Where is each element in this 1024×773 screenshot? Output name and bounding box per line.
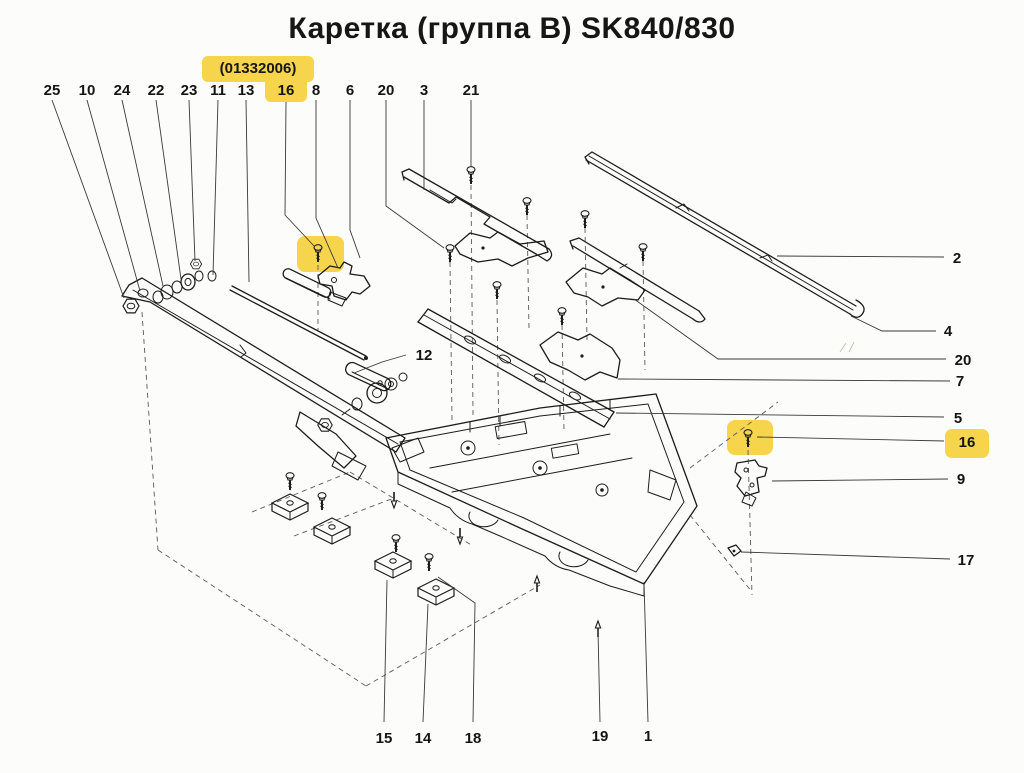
plate-part-20a (454, 231, 549, 267)
carriage-base-part-1 (385, 393, 698, 597)
nut-part-23 (189, 258, 203, 270)
construction-dashed-lines (141, 184, 779, 687)
highlight-screw-16-left (297, 236, 344, 272)
callout-18: 18 (465, 730, 482, 747)
clip-part-12 (345, 361, 392, 392)
callout-4: 4 (944, 323, 953, 340)
callout-24: 24 (114, 82, 131, 99)
rail-part-5 (417, 308, 615, 428)
plate-part-20b (565, 267, 646, 307)
callout-7: 7 (956, 373, 964, 390)
arm-assembly (121, 258, 406, 481)
callout-6: 6 (346, 82, 354, 99)
pin-part-17 (727, 544, 742, 557)
callout-2: 2 (953, 250, 961, 267)
callout-20-top: 20 (378, 82, 395, 99)
bracket-part-9 (734, 459, 768, 507)
callout-10: 10 (79, 82, 96, 99)
callout-8: 8 (312, 82, 320, 99)
rail-part-2 (584, 151, 865, 318)
callout-23: 23 (181, 82, 198, 99)
callout-11: 11 (210, 82, 226, 99)
callout-20-right: 20 (955, 352, 972, 369)
callout-12: 12 (416, 347, 433, 364)
callout-22: 22 (148, 82, 165, 99)
callout-17: 17 (958, 552, 975, 569)
highlight-callout-16-top (265, 76, 307, 102)
callout-16-top: 16 (278, 82, 295, 99)
rail-part-4 (569, 237, 706, 323)
plate-screws (445, 165, 648, 326)
plate-part-7 (539, 331, 621, 381)
nut-part-25 (122, 298, 140, 314)
bar-part-3 (401, 168, 553, 262)
callout-5: 5 (954, 410, 962, 427)
highlight-callout-16-right (945, 429, 989, 458)
callout-21: 21 (463, 82, 480, 99)
nut-arm-lower (317, 418, 333, 432)
page-title: Каретка (группа B) SK840/830 (288, 12, 736, 45)
callout-14: 14 (415, 730, 432, 747)
callout-15: 15 (376, 730, 393, 747)
callout-labels: 25 10 24 22 23 11 13 16 8 6 20 3 21 2 4 … (44, 82, 976, 747)
pointed-screws (390, 491, 602, 638)
callout-3: 3 (420, 82, 428, 99)
feet-pads (271, 471, 455, 606)
pencil-mark (839, 341, 855, 353)
callout-9: 9 (957, 471, 965, 488)
arm-rollers (317, 372, 408, 432)
callout-1: 1 (644, 728, 652, 745)
callout-16-right: 16 (959, 434, 976, 451)
callout-19: 19 (592, 728, 609, 745)
leader-lines (51, 99, 951, 723)
callout-13: 13 (238, 82, 255, 99)
callout-25: 25 (44, 82, 61, 99)
bracket-parts-8-6 (317, 261, 371, 307)
